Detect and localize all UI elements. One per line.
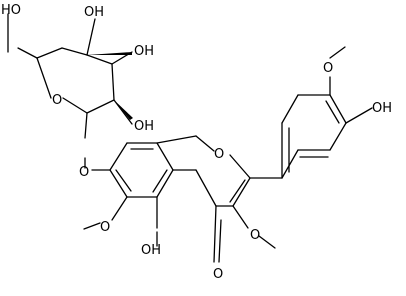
bond — [229, 154, 251, 179]
bond — [83, 222, 101, 230]
bond — [229, 179, 246, 203]
bond — [195, 169, 217, 207]
bond — [113, 99, 133, 125]
bond — [281, 149, 299, 179]
wedge-bonds — [87, 52, 133, 120]
o-carbonyl-label: O — [213, 267, 223, 282]
o-ring-chromone-label: O — [214, 147, 224, 162]
bond — [86, 99, 115, 114]
bond — [152, 169, 168, 193]
wedge-bond — [87, 52, 132, 55]
bond — [111, 63, 115, 101]
bond — [86, 54, 113, 65]
bond — [218, 219, 222, 263]
bond — [156, 169, 174, 198]
oh-phenol-label: OH — [372, 101, 392, 116]
bond — [195, 135, 215, 152]
bond — [62, 97, 88, 114]
o-methoxy-6-label: O — [100, 220, 110, 235]
bond — [213, 205, 217, 263]
wedge-bond — [114, 100, 133, 120]
oh-5-label: OH — [141, 243, 161, 258]
bond — [345, 107, 373, 124]
ho-top-label: HO — [1, 3, 21, 18]
bond — [329, 122, 347, 151]
bond — [156, 142, 174, 171]
o-methoxy-3-label: O — [250, 228, 260, 243]
bond — [329, 94, 347, 124]
bonds — [7, 13, 373, 263]
o-glycosidic-label: O — [79, 165, 89, 180]
oh-top-label: OH — [84, 5, 104, 20]
bond — [61, 47, 88, 56]
bond — [325, 100, 340, 124]
bond — [232, 177, 251, 207]
bond — [329, 46, 346, 59]
bond — [84, 112, 88, 139]
o-ring-sugar-label: O — [52, 93, 62, 108]
bond — [109, 169, 128, 198]
bond — [111, 196, 128, 221]
bond — [109, 142, 128, 171]
bond — [281, 94, 299, 124]
bond — [115, 169, 132, 192]
bond — [258, 235, 276, 249]
bond — [86, 18, 96, 56]
bond — [36, 47, 63, 59]
bond — [156, 135, 197, 144]
atom-labels: HO OH OH OH O O O O OH O O OH O — [1, 3, 392, 282]
bond — [36, 57, 52, 99]
oh-low-label: OH — [134, 119, 154, 134]
oh-mid-label: OH — [134, 44, 154, 59]
bond — [17, 47, 38, 59]
bond — [232, 205, 249, 229]
o-methoxy-top-label: O — [323, 61, 333, 76]
